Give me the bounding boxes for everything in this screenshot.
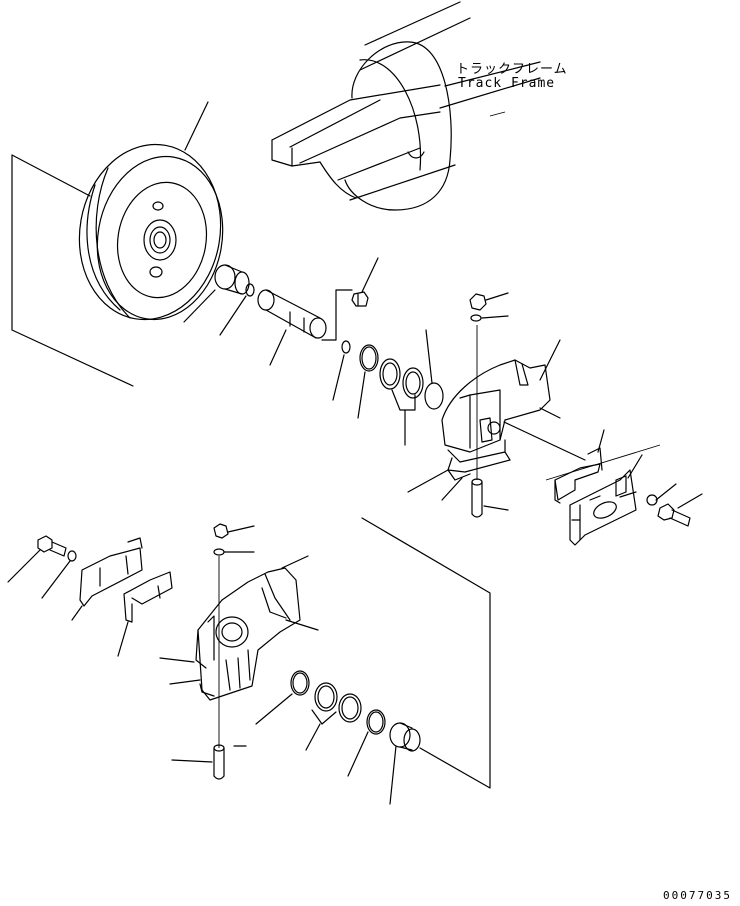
bushing: [183, 264, 250, 323]
leader-shaft-bracket: [321, 289, 353, 341]
washer-bolt-right: [646, 483, 703, 527]
callout-track-frame-en: Track Frame: [458, 76, 556, 91]
support-upper: [407, 339, 586, 501]
washer-lower-left: [41, 550, 77, 599]
pin-lower: [171, 744, 247, 780]
idler-wheel: [78, 101, 224, 321]
o-ring-small: [219, 283, 255, 336]
plug-bolt: [351, 257, 379, 307]
callout-track-frame-jp: トラックフレーム: [456, 62, 568, 77]
o-ring-center: [332, 340, 379, 419]
bushing-lower: [389, 722, 421, 805]
shim-left: [117, 571, 173, 657]
o-ring-lower-2: [347, 709, 386, 777]
nut-lower: [213, 523, 255, 748]
track-frame: [271, 1, 541, 211]
floating-seal-upper: [379, 329, 444, 446]
guard-plate-right: [554, 429, 643, 546]
nut-upper: [469, 292, 509, 480]
support-lower: [159, 555, 319, 701]
leader-frame-right: [361, 517, 491, 789]
bolt-lower-left: [7, 535, 67, 583]
floating-seal-lower: [305, 682, 362, 751]
pin-upper: [471, 478, 509, 518]
leader-center: [545, 444, 661, 481]
shaft: [257, 289, 327, 366]
leader-frame-left: [11, 154, 134, 387]
drawing-number: 00077035: [663, 889, 732, 902]
o-ring-lower: [255, 670, 310, 725]
guard-plate-left: [71, 537, 143, 621]
